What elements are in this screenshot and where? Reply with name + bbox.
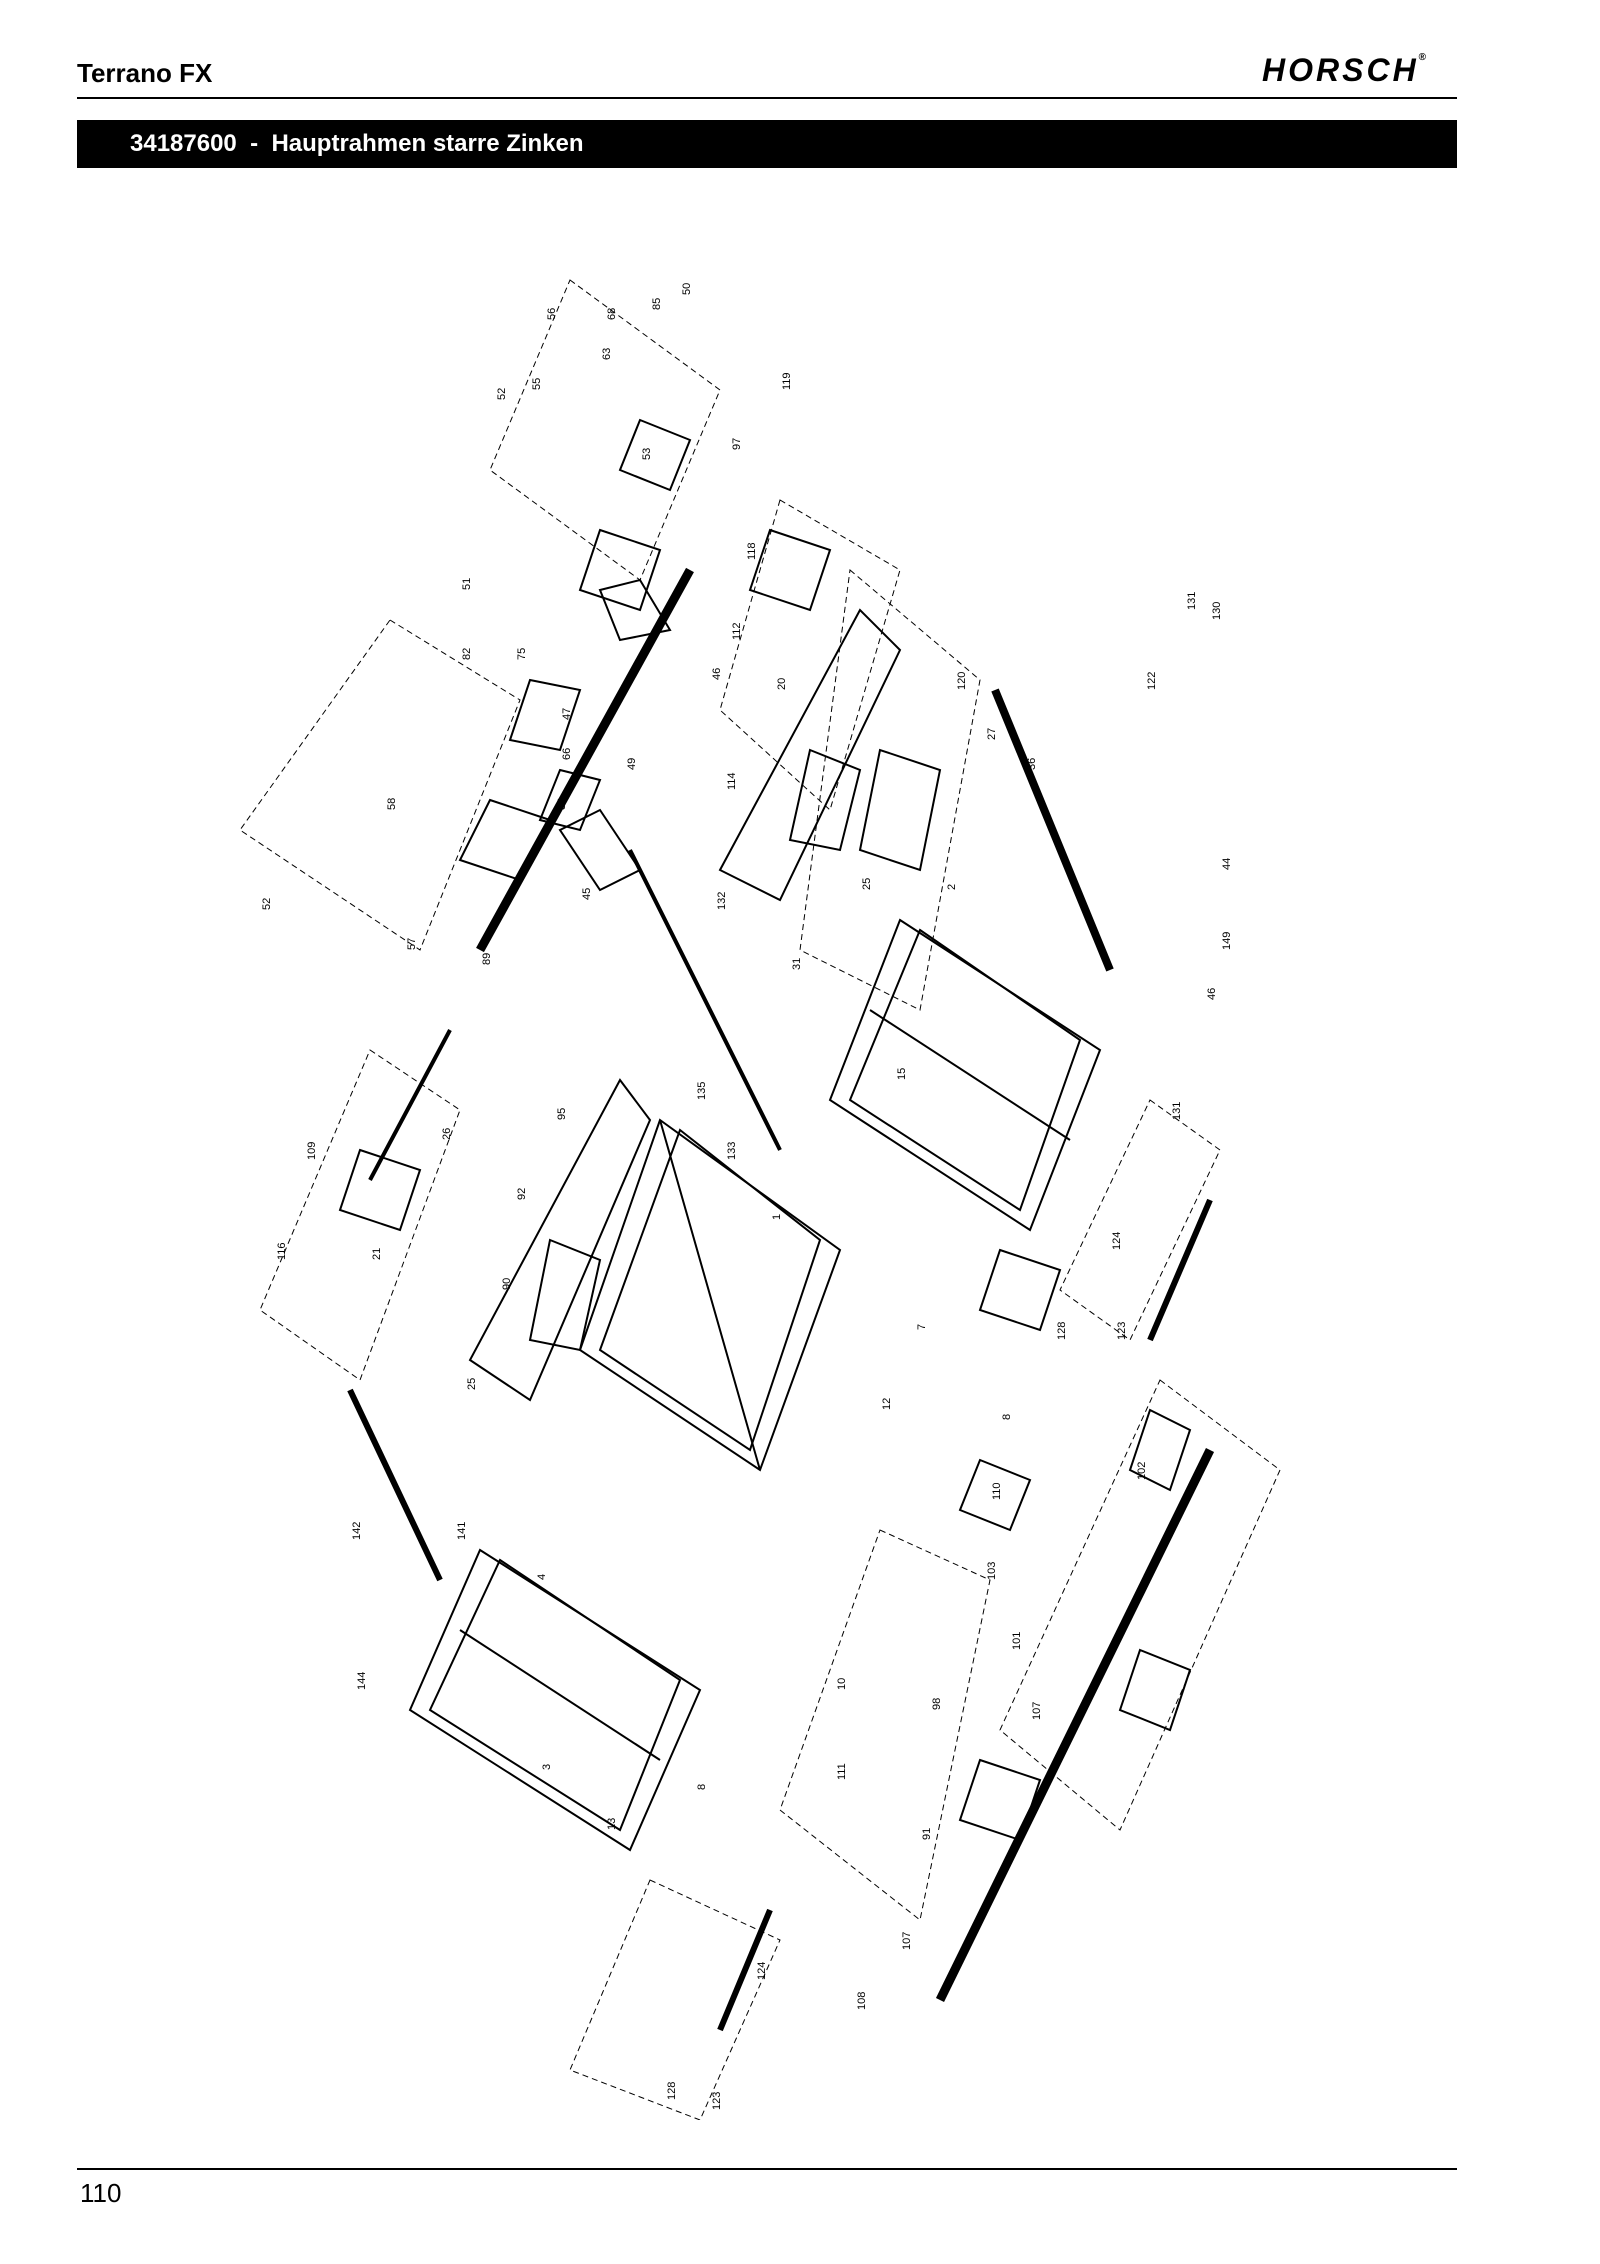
svg-text:46: 46 xyxy=(711,668,723,680)
section-name: Hauptrahmen starre Zinken xyxy=(271,130,584,157)
svg-text:130: 130 xyxy=(1211,602,1223,620)
header-divider xyxy=(77,97,1457,99)
footer-divider xyxy=(77,2168,1457,2170)
svg-text:26: 26 xyxy=(441,1128,453,1140)
svg-text:4: 4 xyxy=(536,1574,548,1580)
svg-text:110: 110 xyxy=(991,1482,1003,1500)
frame-drawing-strokes xyxy=(338,418,1215,2032)
svg-text:47: 47 xyxy=(561,708,573,720)
svg-text:20: 20 xyxy=(776,678,788,690)
svg-text:58: 58 xyxy=(386,798,398,810)
exploded-parts-drawing: 50 85 68 63 56 55 52 53 97 119 118 51 82… xyxy=(239,279,1281,2120)
svg-text:12: 12 xyxy=(881,1398,893,1410)
svg-text:52: 52 xyxy=(261,898,273,910)
svg-text:45: 45 xyxy=(581,888,593,900)
svg-text:124: 124 xyxy=(1111,1232,1123,1250)
svg-text:124: 124 xyxy=(756,1962,768,1980)
svg-text:57: 57 xyxy=(406,938,418,950)
svg-text:21: 21 xyxy=(371,1248,383,1260)
svg-text:31: 31 xyxy=(791,958,803,970)
svg-text:92: 92 xyxy=(516,1188,528,1200)
svg-text:10: 10 xyxy=(836,1678,848,1690)
svg-text:149: 149 xyxy=(1221,932,1233,950)
svg-text:102: 102 xyxy=(1136,1462,1148,1480)
svg-text:142: 142 xyxy=(351,1522,363,1540)
diagram-callout-labels: 50 85 68 63 56 55 52 53 97 119 118 51 82… xyxy=(261,283,1233,2110)
logo-text: HORSCH xyxy=(1262,52,1419,88)
svg-text:1: 1 xyxy=(771,1214,783,1220)
part-number: 34187600 xyxy=(130,130,237,157)
svg-text:68: 68 xyxy=(606,308,618,320)
svg-text:7: 7 xyxy=(916,1324,928,1330)
title-separator: - xyxy=(250,130,259,157)
svg-text:123: 123 xyxy=(711,2092,723,2110)
svg-text:63: 63 xyxy=(601,348,613,360)
svg-text:97: 97 xyxy=(731,438,743,450)
horsch-logo: HORSCH® xyxy=(1262,52,1429,89)
svg-text:128: 128 xyxy=(666,2082,678,2100)
svg-text:2: 2 xyxy=(946,884,958,890)
svg-text:101: 101 xyxy=(1011,1632,1023,1650)
svg-text:55: 55 xyxy=(531,378,543,390)
svg-text:107: 107 xyxy=(1031,1702,1043,1720)
svg-text:109: 109 xyxy=(306,1142,318,1160)
svg-text:44: 44 xyxy=(1221,858,1233,870)
svg-text:107: 107 xyxy=(901,1932,913,1950)
svg-text:33: 33 xyxy=(556,798,568,810)
svg-text:112: 112 xyxy=(731,622,743,640)
svg-text:46: 46 xyxy=(1206,988,1218,1000)
svg-text:133: 133 xyxy=(726,1142,738,1160)
svg-text:85: 85 xyxy=(651,298,663,310)
svg-text:51: 51 xyxy=(461,578,473,590)
svg-text:36: 36 xyxy=(1026,758,1038,770)
registered-mark: ® xyxy=(1418,52,1430,63)
svg-text:82: 82 xyxy=(461,648,473,660)
svg-text:53: 53 xyxy=(641,448,653,460)
svg-text:89: 89 xyxy=(481,953,493,965)
svg-text:98: 98 xyxy=(931,1698,943,1710)
svg-text:108: 108 xyxy=(856,1992,868,2010)
svg-text:25: 25 xyxy=(861,878,873,890)
svg-text:123: 123 xyxy=(1116,1322,1128,1340)
svg-text:141: 141 xyxy=(456,1522,468,1540)
svg-text:25: 25 xyxy=(466,1378,478,1390)
svg-text:13: 13 xyxy=(606,1818,618,1830)
svg-text:131: 131 xyxy=(1171,1102,1183,1120)
svg-text:131: 131 xyxy=(1186,592,1198,610)
svg-text:128: 128 xyxy=(1056,1322,1068,1340)
svg-text:91: 91 xyxy=(921,1828,933,1840)
svg-text:144: 144 xyxy=(356,1672,368,1690)
svg-text:56: 56 xyxy=(546,308,558,320)
assembly-group-outlines xyxy=(239,279,1281,2120)
svg-text:122: 122 xyxy=(1146,672,1158,690)
svg-text:119: 119 xyxy=(781,372,793,390)
svg-text:49: 49 xyxy=(626,758,638,770)
svg-text:132: 132 xyxy=(716,892,728,910)
svg-text:27: 27 xyxy=(986,728,998,740)
svg-text:75: 75 xyxy=(516,648,528,660)
svg-text:8: 8 xyxy=(1001,1414,1013,1420)
svg-text:118: 118 xyxy=(746,542,758,560)
svg-text:95: 95 xyxy=(556,1108,568,1120)
section-title-bar: 34187600 - Hauptrahmen starre Zinken xyxy=(77,120,1457,168)
svg-text:3: 3 xyxy=(541,1764,553,1770)
svg-text:66: 66 xyxy=(561,748,573,760)
svg-text:8: 8 xyxy=(696,1784,708,1790)
svg-text:116: 116 xyxy=(276,1242,288,1260)
svg-text:15: 15 xyxy=(896,1068,908,1080)
svg-text:103: 103 xyxy=(986,1562,998,1580)
svg-text:135: 135 xyxy=(696,1082,708,1100)
svg-text:120: 120 xyxy=(956,672,968,690)
page-number: 110 xyxy=(80,2178,122,2208)
svg-text:50: 50 xyxy=(681,283,693,295)
svg-text:114: 114 xyxy=(726,772,738,790)
svg-text:111: 111 xyxy=(836,1763,848,1780)
svg-text:90: 90 xyxy=(501,1278,513,1290)
svg-text:52: 52 xyxy=(496,388,508,400)
document-title: Terrano FX xyxy=(77,58,213,88)
